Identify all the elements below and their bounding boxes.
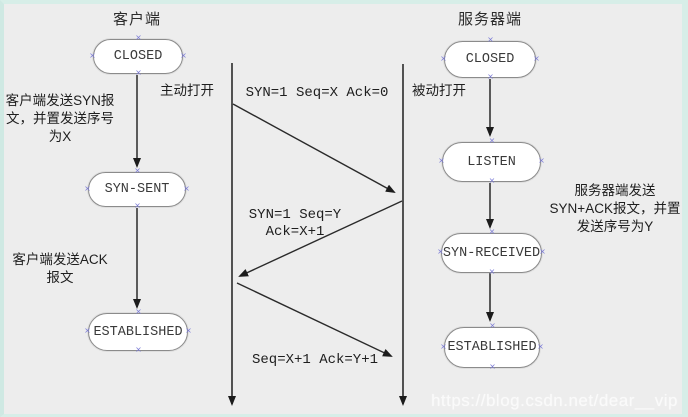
state-label: ESTABLISHED <box>93 324 183 340</box>
state-label: LISTEN <box>467 154 516 170</box>
arrow-synack-segment <box>238 200 403 277</box>
selection-handle-icon <box>84 185 91 193</box>
selection-handle-icon <box>134 202 141 210</box>
selection-handle-icon <box>487 73 494 81</box>
selection-handle-icon <box>489 322 496 330</box>
selection-handle-icon <box>440 55 447 63</box>
note-line: SYN+ACK报文，并置 <box>549 201 681 216</box>
state-client-established: ESTABLISHED <box>84 308 192 354</box>
client-syn-note: 客户端发送SYN报 文，并置发送序号 为X <box>4 92 120 146</box>
selection-handle-icon <box>89 52 96 60</box>
state-client-closed: CLOSED <box>89 34 187 77</box>
client-ack-note: 客户端发送ACK 报文 <box>4 251 118 287</box>
selection-handle-icon <box>489 137 496 145</box>
state-server-established: ESTABLISHED <box>440 322 544 371</box>
selection-handle-icon <box>533 55 540 63</box>
selection-handle-icon <box>489 268 496 276</box>
state-label: CLOSED <box>465 52 515 67</box>
note-line: 客户端发送ACK <box>12 252 108 267</box>
synack-segment-label: SYN=1 Seq=Y Ack=X+1 <box>240 207 350 241</box>
selection-handle-icon <box>489 228 496 236</box>
note-line: 文，并置发送序号 <box>6 111 114 126</box>
diagram-lines-layer <box>133 63 494 406</box>
note-line: 客户端发送SYN报 <box>5 93 115 108</box>
selection-handle-icon <box>135 34 142 42</box>
note-line: 为X <box>48 129 72 144</box>
server-synack-note: 服务器端发送 SYN+ACK报文，并置 发送序号为Y <box>544 182 682 236</box>
server-passive-open-label: 被动打开 <box>412 83 466 98</box>
selection-handle-icon <box>487 36 494 44</box>
client-column-title: 客户端 <box>112 11 161 28</box>
selection-handle-icon <box>537 343 544 351</box>
ack-segment-label: Seq=X+1 Ack=Y+1 <box>251 352 379 368</box>
state-label: ESTABLISHED <box>447 340 537 355</box>
selection-handle-icon <box>135 346 142 354</box>
state-label: SYN-SENT <box>104 182 170 197</box>
note-line: 报文 <box>46 270 74 285</box>
note-line: 服务器端发送 <box>574 183 656 198</box>
syn-segment-label: SYN=1 Seq=X Ack=0 <box>245 85 389 101</box>
selection-handle-icon <box>183 185 190 193</box>
state-label: SYN-RECEIVED <box>442 245 541 261</box>
state-server-syn-received: SYN-RECEIVED <box>437 228 546 276</box>
state-server-listen: LISTEN <box>438 137 545 185</box>
selection-handle-icon <box>135 69 142 77</box>
msg-line: Ack=X+1 <box>265 224 325 240</box>
state-server-closed: CLOSED <box>440 36 540 81</box>
state-label: CLOSED <box>113 49 163 64</box>
selection-handle-icon <box>185 327 192 335</box>
server-column-title: 服务器端 <box>457 11 522 28</box>
selection-handle-icon <box>135 308 142 316</box>
msg-line: SYN=1 Seq=Y <box>248 207 342 223</box>
selection-handle-icon <box>134 167 141 175</box>
state-client-syn-sent: SYN-SENT <box>84 167 190 210</box>
selection-handle-icon <box>538 157 545 165</box>
note-line: 发送序号为Y <box>576 219 654 234</box>
selection-handle-icon <box>489 177 496 185</box>
arrow-ack-segment <box>236 282 393 357</box>
client-active-open-label: 主动打开 <box>160 83 214 98</box>
selection-handle-icon <box>440 343 447 351</box>
arrow-syn-segment <box>232 103 396 193</box>
selection-handle-icon <box>539 248 546 256</box>
selection-handle-icon <box>180 52 187 60</box>
selection-handle-icon <box>84 327 91 335</box>
selection-handle-icon <box>438 157 445 165</box>
selection-handle-icon <box>437 248 444 256</box>
csdn-watermark: https://blog.csdn.net/dear__vip <box>430 391 678 410</box>
selection-handle-icon <box>489 363 496 371</box>
